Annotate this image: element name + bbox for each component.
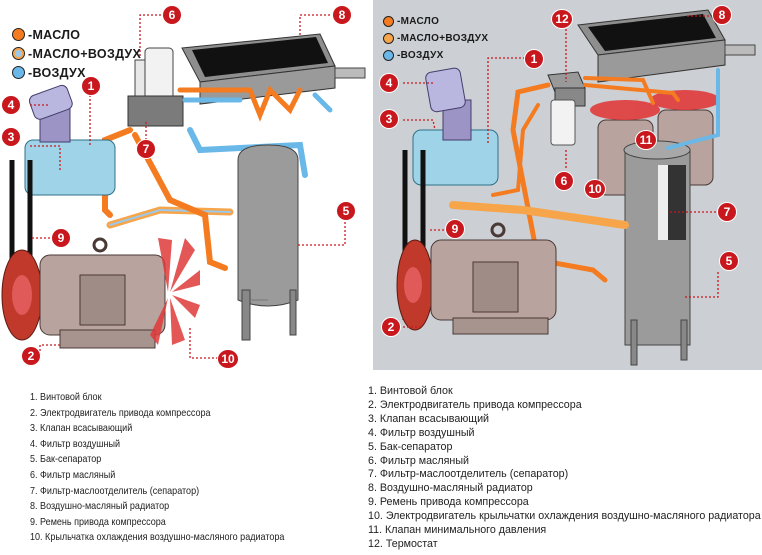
- leader-lines: [403, 15, 719, 328]
- oil-color-swatch-icon: [12, 28, 25, 41]
- part-caption: 2. Электродвигатель привода компрессора: [30, 406, 211, 419]
- motor-illustration: [396, 222, 557, 335]
- legend-label: -МАСЛО: [397, 16, 440, 27]
- part-caption: 8. Воздушно-масляный радиатор: [30, 500, 170, 513]
- right-compressor-illustration: [396, 9, 756, 366]
- legend-item-oil: -МАСЛО: [12, 25, 141, 44]
- part-caption: 7. Фильтр-маслоотделитель (сепаратор): [30, 484, 200, 497]
- legend-label: -ВОЗДУХ: [28, 65, 86, 80]
- motor-illustration: [1, 237, 166, 349]
- marker-2: 2: [382, 318, 400, 336]
- marker-5: 5: [720, 252, 738, 270]
- marker-8: 8: [333, 6, 351, 24]
- marker-4: 4: [2, 96, 20, 114]
- part-caption: 5. Бак-сепаратор: [368, 440, 453, 453]
- marker-6: 6: [555, 172, 573, 190]
- oil-filter-illustration: [550, 99, 576, 146]
- part-caption: 2. Электродвигатель привода компрессора: [368, 398, 582, 411]
- right-parts-list: 1. Винтовой блок 2. Электродвигатель при…: [368, 385, 761, 552]
- radiator-illustration: [577, 9, 756, 83]
- part-caption: 4. Фильтр воздушный: [368, 426, 475, 439]
- tank-illustration: [623, 140, 691, 366]
- screw-block-illustration: [24, 84, 116, 196]
- part-caption: 6. Фильтр масляный: [368, 454, 469, 467]
- legend-label: -МАСЛО+ВОЗДУХ: [28, 46, 142, 61]
- marker-1: 1: [82, 77, 100, 95]
- flow-legend: -МАСЛО -МАСЛО+ВОЗДУХ -ВОЗДУХ: [383, 13, 488, 64]
- part-caption: 4. Фильтр воздушный: [30, 437, 121, 450]
- air-color-swatch-icon: [383, 50, 394, 61]
- part-caption: 3. Клапан всасывающий: [30, 422, 133, 435]
- part-caption: 9. Ремень привода компрессора: [30, 515, 166, 528]
- legend-item-oil-air: -МАСЛО+ВОЗДУХ: [12, 44, 141, 63]
- marker-10: 10: [218, 350, 238, 368]
- legend-item-oil-air: -МАСЛО+ВОЗДУХ: [383, 30, 488, 47]
- part-caption: 3. Клапан всасывающий: [368, 412, 490, 425]
- legend-label: -МАСЛО+ВОЗДУХ: [397, 33, 489, 44]
- marker-11: 11: [636, 131, 656, 149]
- part-caption: 6. Фильтр масляный: [30, 468, 116, 481]
- oil-filter-illustration: [127, 47, 184, 127]
- part-caption: 11. Клапан минимального давления: [368, 524, 547, 537]
- left-parts-list: 1. Винтовой блок 2. Электродвигатель при…: [30, 390, 284, 546]
- marker-7: 7: [137, 140, 155, 158]
- marker-7: 7: [718, 203, 736, 221]
- marker-2: 2: [22, 347, 40, 365]
- part-caption: 10. Электродвигатель крыльчатки охлажден…: [368, 510, 761, 523]
- legend-item-air: -ВОЗДУХ: [12, 63, 141, 82]
- right-diagram-panel: -МАСЛО -МАСЛО+ВОЗДУХ -ВОЗДУХ 1 2 3 4 5 6…: [373, 0, 762, 370]
- marker-9: 9: [446, 220, 464, 238]
- radiator-illustration: [181, 33, 366, 105]
- leader-lines: [30, 14, 346, 359]
- oil-color-swatch-icon: [383, 16, 394, 27]
- oil-air-color-swatch-icon: [383, 33, 394, 44]
- part-caption: 5. Бак-сепаратор: [30, 453, 102, 466]
- tank-illustration: [237, 144, 299, 341]
- part-caption: 10. Крыльчатка охлаждения воздушно-масля…: [30, 531, 285, 544]
- marker-12: 12: [552, 10, 572, 28]
- marker-3: 3: [380, 110, 398, 128]
- screw-block-illustration: [412, 67, 499, 186]
- flow-legend: -МАСЛО -МАСЛО+ВОЗДУХ -ВОЗДУХ: [12, 25, 141, 82]
- legend-item-oil: -МАСЛО: [383, 13, 488, 30]
- oil-air-color-swatch-icon: [12, 47, 25, 60]
- part-caption: 8. Воздушно-масляный радиатор: [368, 482, 533, 495]
- legend-item-air: -ВОЗДУХ: [383, 47, 488, 64]
- marker-4: 4: [380, 74, 398, 92]
- marker-10: 10: [585, 180, 605, 198]
- pipes: [449, 68, 720, 283]
- part-caption: 1. Винтовой блок: [30, 391, 102, 403]
- marker-3: 3: [2, 128, 20, 146]
- left-diagram-panel: -МАСЛО -МАСЛО+ВОЗДУХ -ВОЗДУХ 1 2 3 4 5 6…: [0, 0, 372, 372]
- fan-illustration: [150, 238, 200, 345]
- legend-label: -МАСЛО: [28, 27, 81, 42]
- legend-label: -ВОЗДУХ: [397, 50, 444, 61]
- part-caption: 1. Винтовой блок: [368, 385, 453, 397]
- part-caption: 9. Ремень привода компрессора: [368, 496, 529, 509]
- part-caption: 7. Фильтр-маслоотделитель (сепаратор): [368, 468, 569, 481]
- air-color-swatch-icon: [12, 66, 25, 79]
- marker-5: 5: [337, 202, 355, 220]
- part-caption: 12. Термостат: [368, 537, 438, 550]
- marker-1: 1: [525, 50, 543, 68]
- left-compressor-illustration: [1, 14, 366, 359]
- marker-8: 8: [713, 6, 731, 24]
- marker-6: 6: [163, 6, 181, 24]
- marker-9: 9: [52, 229, 70, 247]
